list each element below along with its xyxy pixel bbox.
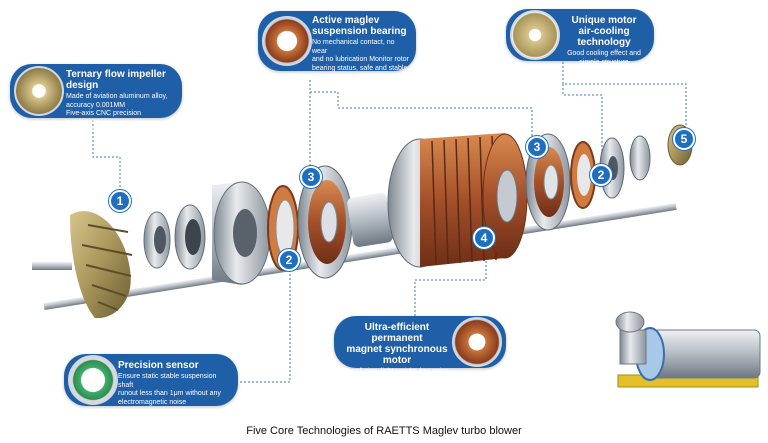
callout-cooling-title-line: air-cooling technology — [577, 26, 631, 48]
bearing-thumbnail-icon — [262, 16, 312, 66]
right-bearing-stator — [525, 133, 571, 231]
callout-bearing-line: No mechanical contact, no wear — [312, 39, 395, 55]
assembled-blower — [615, 311, 761, 388]
badge-sensor-left: 2 — [278, 249, 300, 271]
callout-motor: Ultra-efficient permanent magnet synchro… — [334, 316, 506, 384]
callout-bearing-title: Active maglev suspension bearing — [312, 15, 410, 37]
callout-sensor-line: runout less than 1μm without any — [118, 390, 221, 398]
housing-disk — [212, 181, 271, 285]
callout-cooling-line: Good cooling effect and — [567, 50, 641, 57]
magnetic-bearing-stator — [297, 165, 353, 279]
callout-motor-title-line: magnet synchronous motor — [346, 344, 448, 366]
end-cap — [629, 135, 651, 181]
fan-thumbnail-icon — [510, 10, 560, 60]
callout-motor-title-line: Ultra-efficient permanent — [364, 322, 430, 344]
figure-caption: Five Core Technologies of RAETTS Maglev … — [246, 425, 522, 437]
connector-lines — [92, 62, 687, 383]
motor-thumbnail-icon — [452, 317, 502, 367]
badge-motor: 4 — [473, 227, 495, 249]
badge-impeller: 1 — [109, 190, 131, 212]
callout-impeller-line: durable and anti-corrosive — [66, 127, 147, 135]
sensor-thumbnail-icon — [68, 355, 118, 405]
callout-bearing-title-line: Active maglev — [312, 15, 380, 26]
callout-impeller-line: Made of aviation aluminum alloy, — [66, 93, 168, 100]
callout-cooling: Unique motor air-cooling technology Good… — [506, 9, 654, 66]
impeller — [32, 211, 133, 319]
motor-stator — [387, 133, 528, 268]
callout-sensor-line: Ensure static stable suspension shaft — [118, 373, 217, 389]
rotor-collar — [347, 193, 393, 247]
callout-sensor-line: electromagnetic noise — [118, 398, 187, 406]
callout-cooling-title: Unique motor air-cooling technology — [560, 15, 648, 48]
impeller-thumbnail-icon — [14, 66, 64, 116]
badge-bearing-right: 3 — [526, 136, 548, 158]
callout-impeller: Ternary flow impeller design Made of avi… — [10, 64, 182, 134]
callout-impeller-line: accuracy 0.001MM — [66, 101, 126, 109]
callout-bearing: Active maglev suspension bearing No mech… — [258, 11, 416, 72]
callout-motor-title: Ultra-efficient permanent magnet synchro… — [342, 322, 452, 366]
callout-sensor-title: Precision sensor — [118, 360, 199, 371]
callout-motor-line: Small size, light weight, low noise — [345, 368, 449, 375]
badge-cooling: 5 — [673, 128, 695, 150]
callout-sensor: Precision sensor Ensure static stable su… — [64, 354, 238, 406]
callout-motor-line: Speed up to 60,000 rmp — [359, 376, 435, 384]
callout-impeller-title: Ternary flow impeller design — [66, 69, 166, 91]
badge-bearing-left: 3 — [300, 166, 322, 188]
callout-impeller-line: Five-axis CNC precision machining, — [66, 110, 142, 126]
callout-cooling-line: simple structure — [579, 58, 629, 66]
callout-cooling-title-line: Unique motor — [571, 15, 637, 26]
callout-bearing-line: bearing status, safe and stable — [312, 64, 408, 72]
callout-bearing-title-line: suspension bearing — [312, 26, 407, 37]
badge-sensor-right: 2 — [590, 164, 612, 186]
callout-bearing-line: and no lubrication Monitor rotor — [312, 56, 409, 64]
